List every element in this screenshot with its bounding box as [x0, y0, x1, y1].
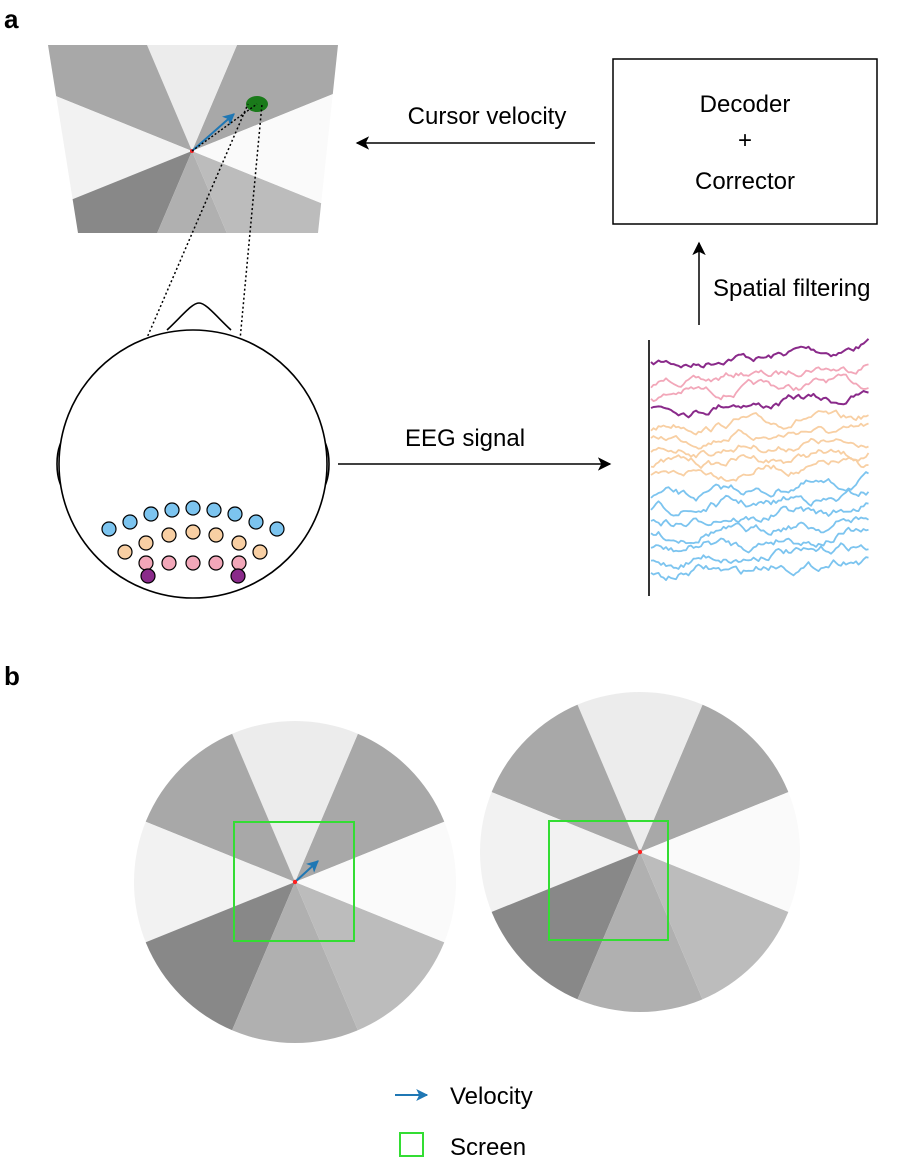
disc-left-wedge-right	[295, 807, 456, 957]
panel-label-b: b	[4, 661, 20, 691]
velocity-arrow-icon	[191, 113, 235, 152]
eeg-trace-line	[650, 437, 869, 459]
eeg-trace-line	[650, 409, 869, 436]
eeg-trace-line	[650, 542, 869, 570]
head-diagram	[56, 302, 330, 599]
trace-group	[650, 338, 870, 581]
electrode-dot	[138, 535, 154, 551]
legend-screen-label: Screen	[450, 1134, 526, 1161]
wedge-disc-left	[134, 721, 456, 1043]
eeg-trace-line	[650, 502, 869, 528]
disc-left-wedge-group	[134, 721, 456, 1043]
disc-left-wedge-bottom	[216, 882, 374, 1043]
electrode-group	[101, 500, 285, 584]
decoder-label: Decoder	[700, 91, 791, 118]
electrode-dot	[227, 506, 243, 522]
cursor-velocity-label: Cursor velocity	[408, 103, 567, 130]
electrode-dot	[230, 568, 246, 584]
eeg-trace-line	[650, 373, 869, 403]
electrode-dot	[101, 521, 117, 537]
eeg-trace-line	[650, 363, 869, 389]
trap-wedge-upper-right	[192, 45, 338, 151]
eeg-trace-line	[650, 516, 869, 545]
electrode-dot	[161, 527, 177, 543]
projection-line-right	[239, 103, 263, 341]
electrode-dot	[231, 535, 247, 551]
electrode-dot	[248, 514, 264, 530]
eeg-signal-label: EEG signal	[405, 425, 525, 452]
eeg-trace-line	[650, 556, 869, 581]
eeg-trace-line	[650, 448, 870, 469]
eeg-trace-line	[650, 338, 870, 369]
center-dot-left	[292, 879, 298, 885]
electrode-dot	[206, 502, 222, 518]
legend: Velocity Screen	[395, 1083, 533, 1161]
electrode-dot	[117, 544, 133, 560]
velocity-arrow-left-icon	[294, 860, 319, 883]
eeg-traces	[648, 338, 870, 596]
electrode-dot	[143, 506, 159, 522]
plus-label: +	[738, 127, 752, 154]
decoder-corrector-box	[612, 58, 878, 225]
screen-box-left	[233, 821, 355, 942]
panel-label-a: a	[4, 4, 19, 34]
electrode-dot	[185, 524, 201, 540]
eeg-trace-line	[650, 456, 869, 482]
eeg-trace-line	[650, 526, 869, 554]
disc-right-wedge-left	[480, 777, 640, 927]
electrode-dot	[122, 514, 138, 530]
disc-right-wedge-top	[561, 692, 719, 852]
center-dot-right	[637, 849, 643, 855]
electrode-dot	[161, 555, 177, 571]
electrode-dot	[208, 527, 224, 543]
gaze-line-inner	[191, 103, 258, 152]
electrode-dot	[208, 555, 224, 571]
corrector-label: Corrector	[695, 168, 795, 195]
disc-left-wedge-top	[216, 721, 374, 882]
disc-left-wedge-left	[134, 807, 295, 957]
wedge-disc-right	[480, 692, 800, 1012]
legend-screen-icon	[399, 1132, 424, 1157]
electrode-dot	[231, 555, 247, 571]
eeg-trace-line	[650, 390, 869, 419]
electrode-dot	[252, 544, 268, 560]
spatial-filtering-label: Spatial filtering	[713, 275, 870, 302]
disc-right-wedge-right	[640, 777, 800, 927]
trap-wedge-upper-left	[48, 45, 192, 151]
electrode-dot	[140, 568, 156, 584]
trap-wedge-group	[48, 45, 338, 233]
electrode-dot	[185, 555, 201, 571]
screen-wedges-trapezoid	[48, 45, 338, 233]
head-nose	[166, 302, 232, 331]
electrode-dot	[138, 555, 154, 571]
electrode-dot	[185, 500, 201, 516]
electrode-dot	[269, 521, 285, 537]
electrode-dot	[164, 502, 180, 518]
legend-velocity-label: Velocity	[450, 1083, 533, 1110]
disc-right-wedge-bottom	[561, 852, 719, 1012]
head-outline	[58, 329, 328, 599]
eeg-trace-line	[650, 488, 870, 517]
eeg-trace-line	[650, 471, 869, 502]
screen-box-right	[548, 820, 669, 941]
eeg-trace-line	[650, 422, 869, 450]
